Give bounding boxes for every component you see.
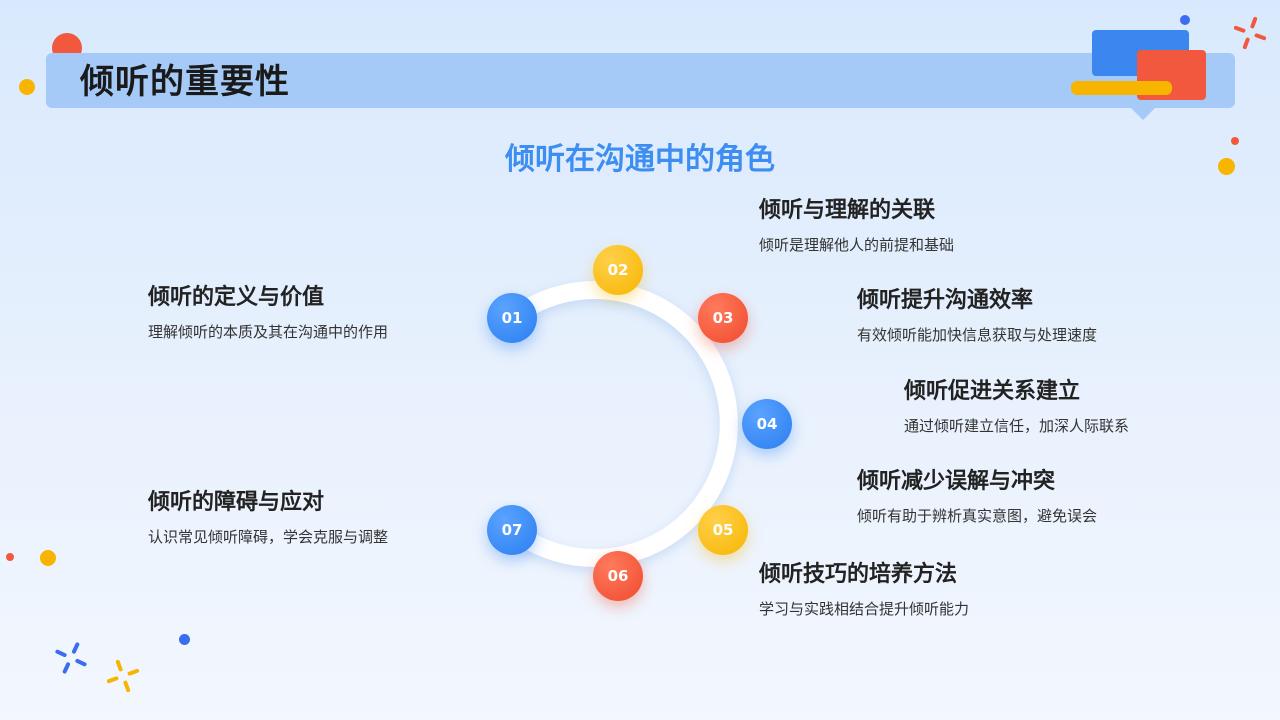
- decor-dot-yellow: [19, 79, 35, 95]
- item-07-heading: 倾听的障碍与应对: [148, 490, 325, 515]
- section-subtitle: 倾听在沟通中的角色: [505, 142, 775, 177]
- node-03-label: 03: [712, 309, 734, 327]
- page-title: 倾听的重要性: [80, 62, 290, 102]
- item-07: 倾听的障碍与应对 认识常见倾听障碍，学会克服与调整: [148, 488, 388, 548]
- item-01-desc: 理解倾听的本质及其在沟通中的作用: [148, 323, 389, 341]
- decor-dot-red-small: [1231, 137, 1239, 145]
- item-06-desc: 学习与实践相结合提升倾听能力: [759, 600, 970, 618]
- decor-dot-yellow-left: [40, 550, 56, 566]
- decor-dot-red-left: [6, 553, 14, 561]
- node-05-label: 05: [712, 521, 734, 539]
- node-07-label: 07: [501, 521, 523, 539]
- node-02-label: 02: [607, 261, 629, 279]
- node-04: 04: [742, 399, 792, 449]
- decor-dot-blue-small: [1180, 15, 1190, 25]
- node-07: 07: [487, 505, 537, 555]
- item-04-desc: 通过倾听建立信任，加深人际联系: [904, 417, 1130, 435]
- item-05: 倾听减少误解与冲突 倾听有助于辨析真实意图，避免误会: [857, 467, 1097, 527]
- item-02: 倾听与理解的关联 倾听是理解他人的前提和基础: [759, 196, 954, 256]
- node-01: 01: [487, 293, 537, 343]
- item-03-desc: 有效倾听能加快信息获取与处理速度: [857, 326, 1098, 344]
- item-03: 倾听提升沟通效率 有效倾听能加快信息获取与处理速度: [857, 286, 1097, 346]
- title-bar: [46, 53, 1235, 120]
- ring-arc: [503, 281, 738, 567]
- item-04-heading: 倾听促进关系建立: [904, 379, 1081, 404]
- node-04-label: 04: [756, 415, 778, 433]
- item-01: 倾听的定义与价值 理解倾听的本质及其在沟通中的作用: [148, 283, 388, 343]
- item-03-heading: 倾听提升沟通效率: [857, 288, 1034, 313]
- item-01-heading: 倾听的定义与价值: [148, 285, 325, 310]
- node-05: 05: [698, 505, 748, 555]
- decor-dot-yellow-right: [1218, 158, 1235, 175]
- node-01-label: 01: [501, 309, 523, 327]
- item-07-desc: 认识常见倾听障碍，学会克服与调整: [148, 528, 389, 546]
- item-06-heading: 倾听技巧的培养方法: [759, 562, 958, 587]
- item-02-heading: 倾听与理解的关联: [759, 198, 936, 223]
- item-06: 倾听技巧的培养方法 学习与实践相结合提升倾听能力: [759, 560, 969, 620]
- node-06-label: 06: [607, 567, 629, 585]
- decor-bar-yellow: [1071, 81, 1172, 95]
- node-06: 06: [593, 551, 643, 601]
- decor-dot-blue-left: [179, 634, 190, 645]
- item-05-heading: 倾听减少误解与冲突: [857, 469, 1056, 494]
- title-bar-tail: [1131, 108, 1155, 120]
- node-02: 02: [593, 245, 643, 295]
- item-04: 倾听促进关系建立 通过倾听建立信任，加深人际联系: [904, 377, 1129, 437]
- node-03: 03: [698, 293, 748, 343]
- item-02-desc: 倾听是理解他人的前提和基础: [759, 236, 955, 254]
- item-05-desc: 倾听有助于辨析真实意图，避免误会: [857, 507, 1098, 525]
